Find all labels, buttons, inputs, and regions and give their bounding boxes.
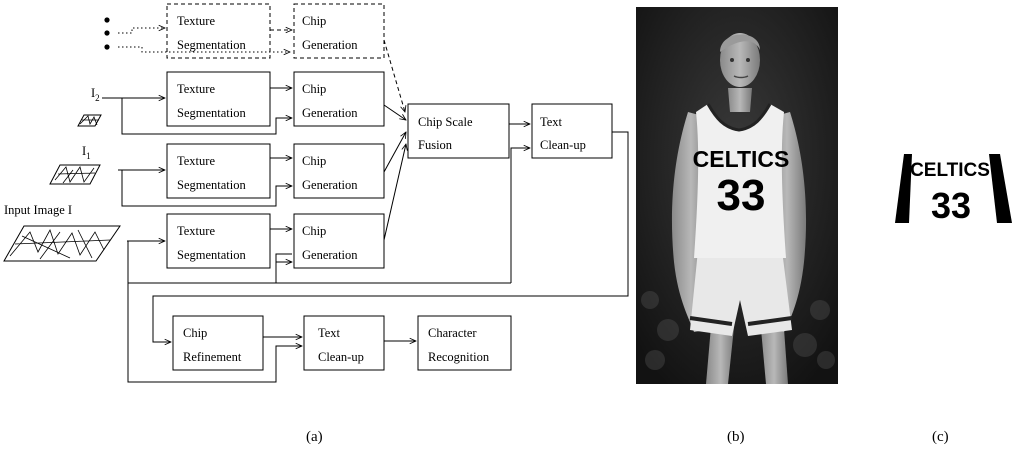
ellipsis-dots: [104, 17, 110, 50]
character-recognition-box: Character Recognition: [417, 315, 512, 371]
svg-text:Recognition: Recognition: [428, 350, 490, 364]
chip-gen-box-input: Chip Generation: [293, 213, 385, 269]
jersey-text: CELTICS: [693, 146, 790, 172]
svg-text:Texture: Texture: [177, 224, 215, 238]
text-cleanup-box: Text Clean-up: [531, 103, 613, 159]
svg-text:Texture: Texture: [177, 154, 215, 168]
svg-text:Chip: Chip: [183, 326, 207, 340]
chip-refinement-box: Chip Refinement: [172, 315, 264, 371]
jersey-number: 33: [717, 171, 766, 220]
caption-a: (a): [306, 429, 323, 445]
svg-text:Segmentation: Segmentation: [177, 38, 246, 52]
image-i1-label: I1: [82, 144, 91, 161]
svg-text:Generation: Generation: [302, 38, 358, 52]
svg-text:Chip: Chip: [302, 14, 326, 28]
connector-lines: [102, 28, 629, 383]
svg-text:Chip: Chip: [302, 82, 326, 96]
svg-text:Generation: Generation: [302, 106, 358, 120]
svg-text:Chip Scale: Chip Scale: [418, 115, 473, 129]
chip-number: 33: [931, 185, 971, 226]
svg-text:Character: Character: [428, 326, 477, 340]
chip-gen-box-dashed: Chip Generation: [293, 3, 385, 59]
chip-text: CELTICS: [910, 160, 990, 181]
svg-text:Chip: Chip: [302, 224, 326, 238]
svg-text:Generation: Generation: [302, 178, 358, 192]
texture-seg-box-i1: Texture Segmentation: [166, 143, 271, 199]
input-image-icon: [3, 225, 121, 262]
texture-seg-box-i2: Texture Segmentation: [166, 71, 271, 127]
image-i2-icon: [77, 114, 102, 127]
svg-text:Fusion: Fusion: [418, 138, 453, 152]
svg-text:Chip: Chip: [302, 154, 326, 168]
svg-text:Generation: Generation: [302, 248, 358, 262]
texture-seg-box-input: Texture Segmentation: [166, 213, 271, 269]
caption-b: (b): [727, 429, 745, 445]
image-i1-icon: [49, 164, 101, 185]
caption-c: (c): [932, 429, 949, 445]
svg-text:Segmentation: Segmentation: [177, 106, 246, 120]
svg-text:Texture: Texture: [177, 14, 215, 28]
svg-text:Segmentation: Segmentation: [177, 248, 246, 262]
svg-text:Text: Text: [540, 115, 563, 129]
svg-text:Clean-up: Clean-up: [318, 350, 364, 364]
svg-text:Texture: Texture: [177, 82, 215, 96]
player-photo: CELTICS 33 (b): [636, 7, 838, 445]
extracted-text-chip: CELTICS 33 (c): [895, 154, 1012, 445]
svg-text:Refinement: Refinement: [183, 350, 242, 364]
chip-gen-box-i1: Chip Generation: [293, 143, 385, 199]
chip-gen-box-i2: Chip Generation: [293, 71, 385, 127]
input-image-label: Input Image I: [4, 203, 72, 217]
text-cleanup-box-2: Text Clean-up: [303, 315, 385, 371]
chip-scale-fusion-box: Chip Scale Fusion: [407, 103, 510, 159]
svg-text:Text: Text: [318, 326, 341, 340]
texture-seg-box-dashed: Texture Segmentation: [166, 3, 271, 59]
image-i2-label: I2: [91, 86, 100, 103]
pipeline-diagram: I2 I1 Input Image I Texture Segmentation…: [3, 3, 629, 445]
svg-text:Clean-up: Clean-up: [540, 138, 586, 152]
svg-text:Segmentation: Segmentation: [177, 178, 246, 192]
